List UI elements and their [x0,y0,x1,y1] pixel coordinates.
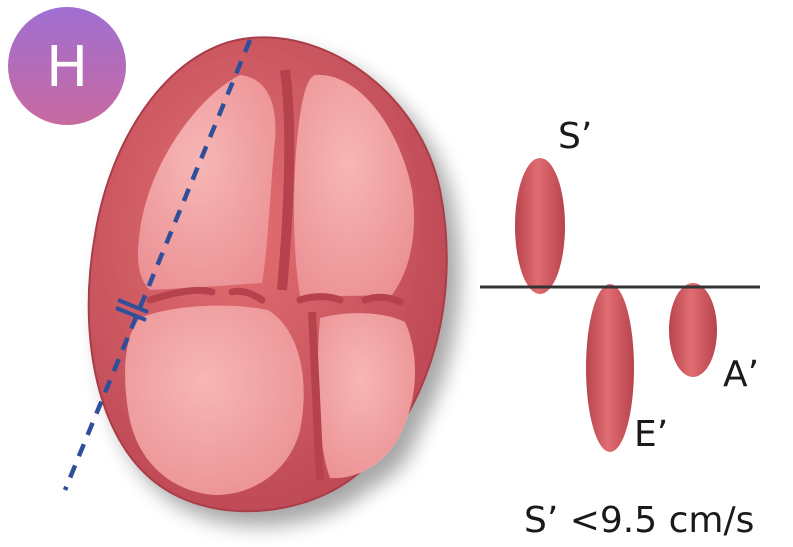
panel-letter: H [46,35,88,100]
a-prime-label: A’ [723,354,759,395]
right-atrium [318,313,415,478]
tissue-doppler-trace: S’ E’ A’ [480,116,770,455]
diagnostic-criterion: S’ <9.5 cm/s [524,500,754,541]
panel-badge: H [8,7,126,125]
a-prime-wave [669,283,717,377]
e-prime-wave [586,284,634,452]
e-prime-label: E’ [634,414,668,455]
s-prime-label: S’ [558,116,592,157]
heart-illustration [89,37,447,511]
